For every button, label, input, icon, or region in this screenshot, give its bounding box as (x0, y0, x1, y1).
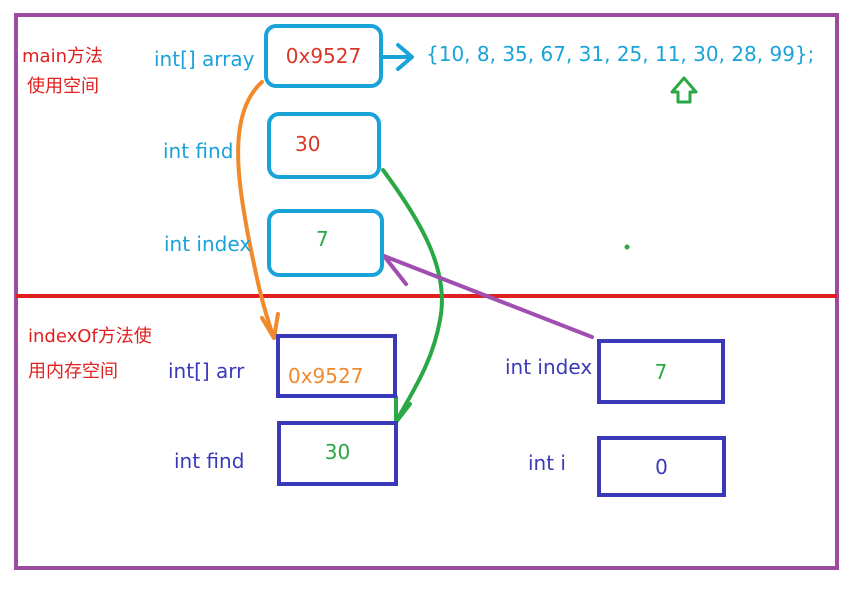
outer-frame (14, 13, 839, 570)
main-frame-label-line2: 使用空间 (27, 76, 99, 97)
up-arrow-icon (670, 76, 698, 104)
indexof-find-value: 30 (324, 439, 351, 464)
array-pointer-arrow (381, 43, 414, 71)
main-array-value: 0x9527 (285, 44, 362, 68)
main-array-box: 0x9527 (264, 24, 383, 88)
indexof-find-box: 30 (277, 421, 398, 486)
array-contents: {10, 8, 35, 67, 31, 25, 11, 30, 28, 99}; (426, 42, 815, 66)
dot-marker (624, 244, 630, 250)
indexof-index-box: 7 (597, 339, 725, 404)
green-copy-arrow (381, 168, 444, 424)
indexof-index-label: int index (505, 355, 593, 379)
orange-reference-arrow (236, 80, 276, 340)
main-index-label: int index (164, 232, 252, 256)
main-index-box: 7 (267, 209, 384, 277)
purple-arrowhead (382, 254, 408, 286)
indexof-frame-label-line1: indexOf方法使 (28, 326, 152, 347)
main-frame-label-line1: main方法 (22, 46, 103, 67)
indexof-i-label: int i (528, 451, 566, 475)
indexof-find-label: int find (174, 449, 245, 473)
main-array-label: int[] array (154, 47, 255, 71)
indexof-arr-value: 0x9527 (288, 364, 364, 388)
indexof-arr-label: int[] arr (168, 359, 245, 383)
indexof-i-box: 0 (597, 436, 726, 497)
indexof-frame-label-line2: 用内存空间 (28, 361, 118, 382)
indexof-index-value: 7 (654, 359, 668, 384)
purple-return-arrow (382, 254, 594, 339)
orange-arrowhead (260, 312, 280, 340)
indexof-i-value: 0 (655, 454, 668, 479)
indexof-arr-box: 0x9527 (276, 334, 397, 398)
main-index-value: 7 (316, 227, 329, 251)
main-find-box: 30 (267, 112, 381, 179)
main-find-value: 30 (295, 131, 321, 156)
main-find-label: int find (163, 139, 234, 163)
